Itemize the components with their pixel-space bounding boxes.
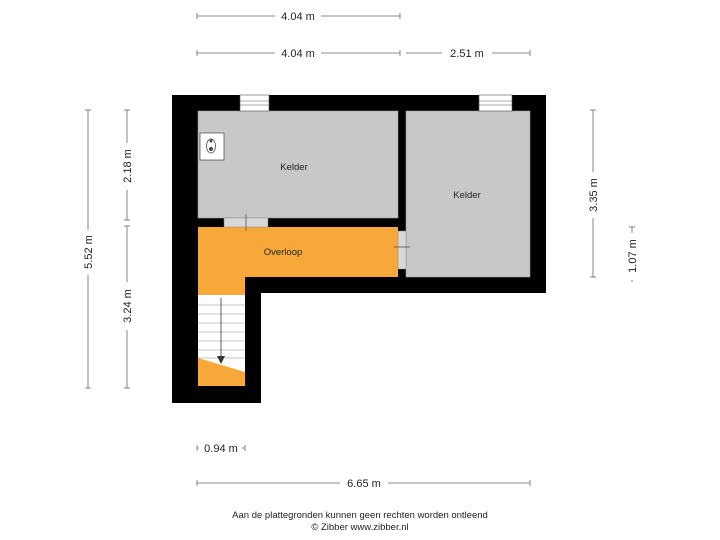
stair-landing bbox=[198, 358, 245, 386]
window-left bbox=[239, 94, 270, 112]
room-label-kelder-left: Kelder bbox=[280, 162, 307, 173]
dim-left-total: 5.52 m bbox=[83, 109, 95, 389]
dim-left-split: 2.18 m 3.24 m bbox=[122, 109, 134, 389]
dim-right-lower-label: 1.07 m bbox=[627, 239, 639, 273]
room-kelder-right-floor bbox=[405, 110, 531, 278]
stair-arrow-icon bbox=[217, 356, 225, 364]
room-kelder-left-floor bbox=[197, 110, 399, 219]
dim-top-right-label: 2.51 m bbox=[450, 48, 484, 60]
dim-bottom-total-label: 6.65 m bbox=[347, 478, 381, 490]
dim-left-lower-label: 3.24 m bbox=[122, 289, 134, 323]
dim-left-upper-label: 2.18 m bbox=[122, 149, 134, 183]
disclaimer-text: Aan de plattegronden kunnen geen rechten… bbox=[232, 510, 488, 521]
dim-right-lower: 1.07 m bbox=[627, 226, 639, 282]
room-label-kelder-right: Kelder bbox=[453, 190, 480, 201]
copyright-text: © Zibber www.zibber.nl bbox=[311, 522, 409, 533]
dim-bottom-small: 0.94 m bbox=[196, 443, 246, 455]
overloop-floor bbox=[198, 227, 398, 295]
dim-right-upper: 3.35 m bbox=[588, 109, 600, 278]
door-overloop-kelder-right bbox=[394, 230, 410, 270]
dim-left-total-label: 5.52 m bbox=[83, 235, 95, 269]
dim-top-total: 4.04 m bbox=[196, 11, 401, 23]
boiler-icon bbox=[199, 132, 225, 161]
dim-bottom-total: 6.65 m bbox=[196, 478, 531, 490]
dim-top-split: 4.04 m 2.51 m bbox=[196, 48, 531, 60]
window-right bbox=[478, 94, 513, 112]
dim-top-left-label: 4.04 m bbox=[281, 48, 315, 60]
dim-top-total-label: 4.04 m bbox=[281, 11, 315, 23]
door-kelder-overloop bbox=[223, 214, 269, 231]
room-label-overloop: Overloop bbox=[264, 247, 303, 258]
dim-bottom-small-label: 0.94 m bbox=[204, 443, 238, 455]
dim-right-upper-label: 3.35 m bbox=[588, 178, 600, 212]
footer: Aan de plattegronden kunnen geen rechten… bbox=[0, 510, 720, 534]
